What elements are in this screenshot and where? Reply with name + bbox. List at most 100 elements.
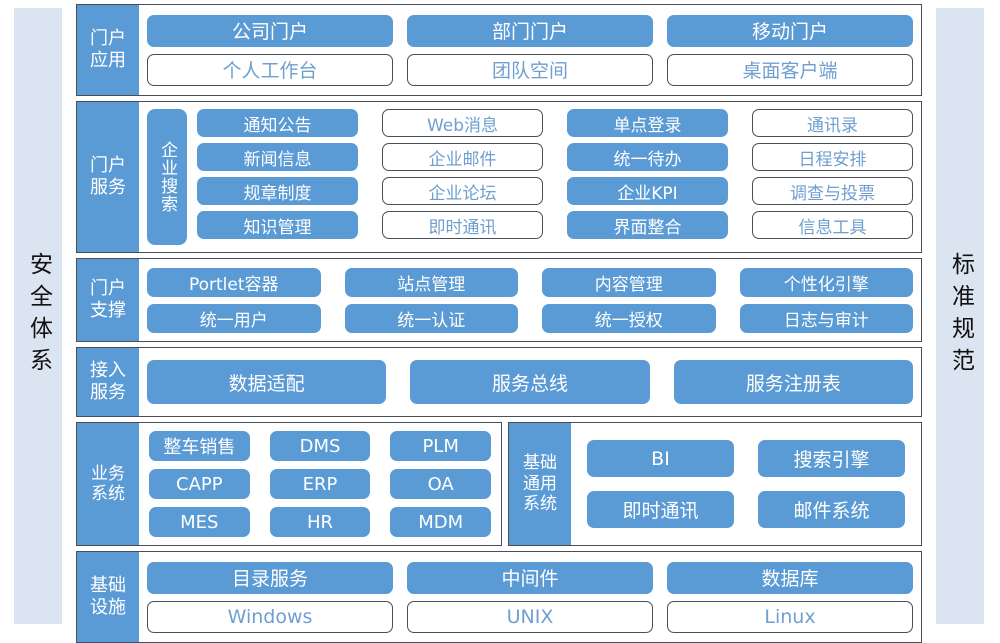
node-unified-authentication[interactable]: 统一认证 — [344, 303, 518, 333]
generic-common-system-grid: BI 搜索引擎 即时通讯 邮件系统 — [571, 423, 921, 545]
layer-label-portal-support: 门户支撑 — [77, 259, 139, 341]
node-middleware[interactable]: 中间件 — [407, 561, 653, 594]
node-unified-todo[interactable]: 统一待办 — [567, 143, 728, 171]
node-directory-service[interactable]: 目录服务 — [147, 561, 393, 594]
layer-label-infrastructure: 基础设施 — [77, 552, 139, 642]
cell: 团队空间 — [407, 53, 653, 86]
cell: 桌面客户端 — [667, 53, 913, 86]
layer-body-portal-service: 企业搜索 通知公告 Web消息 单点登录 通讯录 新闻信息 企业邮件 统一待办 … — [139, 102, 921, 252]
security-system-rail: 安全体系 — [14, 8, 62, 624]
node-portlet-container[interactable]: Portlet容器 — [147, 267, 321, 297]
generic-common-system-panel: 基础通用系统 BI 搜索引擎 即时通讯 邮件系统 — [508, 422, 922, 546]
node-notice-announcement[interactable]: 通知公告 — [197, 109, 358, 137]
row: 目录服务 中间件 数据库 — [147, 561, 913, 594]
node-enterprise-forum[interactable]: 企业论坛 — [382, 177, 543, 205]
standards-specification-rail-label: 标准规范 — [947, 252, 974, 380]
node-oa[interactable]: OA — [390, 469, 491, 499]
node-hr[interactable]: HR — [269, 507, 371, 537]
node-windows[interactable]: Windows — [147, 600, 393, 633]
standards-specification-rail: 标准规范 — [936, 8, 984, 624]
node-ui-integration[interactable]: 界面整合 — [567, 211, 728, 239]
node-enterprise-search[interactable]: 企业搜索 — [147, 109, 187, 245]
node-service-bus[interactable]: 服务总线 — [410, 360, 650, 404]
node-erp[interactable]: ERP — [269, 469, 371, 499]
row: 个人工作台 团队空间 桌面客户端 — [147, 53, 913, 86]
node-rules-regulations[interactable]: 规章制度 — [197, 177, 358, 205]
node-service-registry[interactable]: 服务注册表 — [673, 360, 913, 404]
layer-body-portal-application: 公司门户 部门门户 移动门户 个人工作台 团队空间 桌面客户端 — [139, 5, 921, 95]
cell: 移动门户 — [667, 14, 913, 47]
cell: 中间件 — [407, 561, 653, 594]
security-system-rail-label: 安全体系 — [25, 252, 52, 380]
access-service-row: 数据适配 服务总线 服务注册表 — [147, 360, 913, 404]
layer-stack: 门户应用 公司门户 部门门户 移动门户 个人工作台 团队空间 桌面客户端 门户服… — [76, 4, 922, 643]
node-personal-workspace[interactable]: 个人工作台 — [147, 53, 393, 86]
node-survey-voting[interactable]: 调查与投票 — [752, 177, 913, 205]
node-linux[interactable]: Linux — [667, 600, 913, 633]
node-log-audit[interactable]: 日志与审计 — [739, 303, 913, 333]
layer-label-access-service: 接入服务 — [77, 348, 139, 416]
cell: 个人工作台 — [147, 53, 393, 86]
business-system-grid: 整车销售 DMS PLM CAPP ERP OA MES HR MDM — [139, 423, 501, 545]
node-enterprise-kpi[interactable]: 企业KPI — [567, 177, 728, 205]
layer-access-service: 接入服务 数据适配 服务总线 服务注册表 — [76, 347, 922, 417]
node-vehicle-sales[interactable]: 整车销售 — [149, 431, 250, 461]
node-information-tools[interactable]: 信息工具 — [752, 211, 913, 239]
layer-body-portal-support: Portlet容器 站点管理 内容管理 个性化引擎 统一用户 统一认证 统一授权… — [139, 259, 921, 341]
node-data-adaptation[interactable]: 数据适配 — [147, 360, 387, 404]
cell: Linux — [667, 600, 913, 633]
node-mobile-portal[interactable]: 移动门户 — [667, 14, 913, 47]
business-system-panel: 业务系统 整车销售 DMS PLM CAPP ERP OA MES HR MDM — [76, 422, 502, 546]
node-enterprise-mail[interactable]: 企业邮件 — [382, 143, 543, 171]
layer-portal-support: 门户支撑 Portlet容器 站点管理 内容管理 个性化引擎 统一用户 统一认证… — [76, 258, 922, 342]
layer-label-business-system: 业务系统 — [77, 423, 139, 545]
cell: 目录服务 — [147, 561, 393, 594]
node-unified-authorization[interactable]: 统一授权 — [542, 303, 716, 333]
node-company-portal[interactable]: 公司门户 — [147, 14, 393, 47]
node-search-engine[interactable]: 搜索引擎 — [758, 440, 905, 477]
node-web-message[interactable]: Web消息 — [382, 109, 543, 137]
node-enterprise-search-label: 企业搜索 — [157, 141, 178, 213]
portal-service-grid: 通知公告 Web消息 单点登录 通讯录 新闻信息 企业邮件 统一待办 日程安排 … — [197, 109, 913, 245]
node-single-sign-on[interactable]: 单点登录 — [567, 109, 728, 137]
node-database[interactable]: 数据库 — [667, 561, 913, 594]
node-unix[interactable]: UNIX — [407, 600, 653, 633]
layer-portal-application: 门户应用 公司门户 部门门户 移动门户 个人工作台 团队空间 桌面客户端 — [76, 4, 922, 96]
portal-support-grid: Portlet容器 站点管理 内容管理 个性化引擎 统一用户 统一认证 统一授权… — [147, 267, 913, 333]
node-mdm[interactable]: MDM — [390, 507, 491, 537]
layer-label-portal-service: 门户服务 — [77, 102, 139, 252]
node-site-management[interactable]: 站点管理 — [344, 267, 518, 297]
layer-body-access-service: 数据适配 服务总线 服务注册表 — [139, 348, 921, 416]
node-schedule[interactable]: 日程安排 — [752, 143, 913, 171]
layer-label-portal-application: 门户应用 — [77, 5, 139, 95]
node-dms[interactable]: DMS — [269, 431, 371, 461]
node-capp[interactable]: CAPP — [149, 469, 250, 499]
node-department-portal[interactable]: 部门门户 — [407, 14, 653, 47]
row: 公司门户 部门门户 移动门户 — [147, 14, 913, 47]
node-bi[interactable]: BI — [587, 440, 734, 477]
node-instant-messaging[interactable]: 即时通讯 — [382, 211, 543, 239]
node-mail-system[interactable]: 邮件系统 — [758, 491, 905, 528]
layer-body-infrastructure: 目录服务 中间件 数据库 Windows UNIX Linux — [139, 552, 921, 642]
node-plm[interactable]: PLM — [390, 431, 491, 461]
cell: UNIX — [407, 600, 653, 633]
node-instant-messaging-generic[interactable]: 即时通讯 — [587, 491, 734, 528]
node-content-management[interactable]: 内容管理 — [542, 267, 716, 297]
layer-infrastructure: 基础设施 目录服务 中间件 数据库 Windows UNIX Linux — [76, 551, 922, 643]
layer-business-system: 业务系统 整车销售 DMS PLM CAPP ERP OA MES HR MDM… — [76, 422, 922, 546]
cell: 公司门户 — [147, 14, 393, 47]
node-news-information[interactable]: 新闻信息 — [197, 143, 358, 171]
node-unified-user[interactable]: 统一用户 — [147, 303, 321, 333]
row: Windows UNIX Linux — [147, 600, 913, 633]
node-personalization-engine[interactable]: 个性化引擎 — [739, 267, 913, 297]
cell: Windows — [147, 600, 393, 633]
node-mes[interactable]: MES — [149, 507, 250, 537]
node-knowledge-management[interactable]: 知识管理 — [197, 211, 358, 239]
node-team-space[interactable]: 团队空间 — [407, 53, 653, 86]
node-address-book[interactable]: 通讯录 — [752, 109, 913, 137]
cell: 部门门户 — [407, 14, 653, 47]
cell: 数据库 — [667, 561, 913, 594]
layer-portal-service: 门户服务 企业搜索 通知公告 Web消息 单点登录 通讯录 新闻信息 企业邮件 … — [76, 101, 922, 253]
node-desktop-client[interactable]: 桌面客户端 — [667, 53, 913, 86]
